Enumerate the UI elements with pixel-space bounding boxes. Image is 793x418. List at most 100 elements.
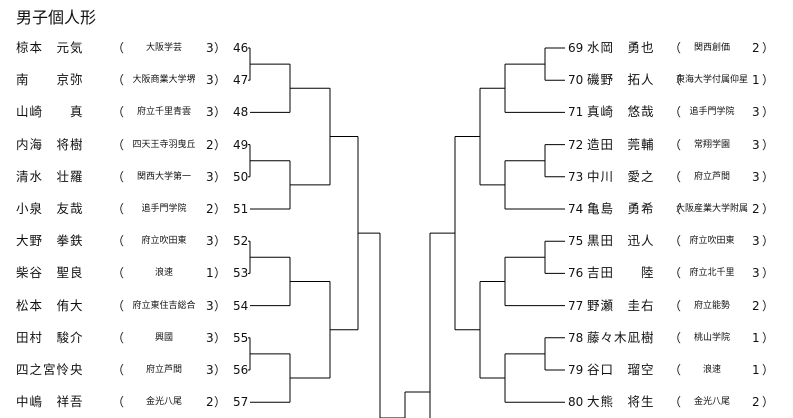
open-paren: （: [669, 105, 682, 120]
school-name: 常翔学園: [693, 139, 730, 150]
grade: 3: [206, 73, 214, 88]
grade: 3: [206, 41, 214, 55]
grade: 1: [206, 266, 214, 281]
player-name: 真崎 悠哉: [587, 104, 655, 120]
school-name: 府立芦間: [693, 171, 730, 182]
close-paren: ）: [762, 105, 775, 120]
close-paren: ）: [762, 298, 775, 313]
school-name: 金光八尾: [145, 397, 182, 408]
player-name: 山崎 真: [16, 104, 84, 120]
close-paren: ）: [214, 169, 227, 184]
open-paren: （: [112, 73, 125, 88]
close-paren: ）: [214, 298, 227, 313]
open-paren: （: [112, 298, 125, 313]
school-name: 府立北千里: [689, 268, 735, 279]
open-paren: （: [112, 202, 125, 216]
close-paren: ）: [214, 363, 227, 377]
close-paren: ）: [762, 137, 775, 152]
close-paren: ）: [762, 169, 775, 184]
grade: 3: [206, 298, 214, 313]
grade: 3: [206, 330, 214, 345]
school-name: 桃山学院: [693, 332, 730, 343]
entry-number: 55: [233, 330, 249, 345]
school-name: 大阪商業大学堺: [132, 75, 196, 86]
close-paren: ）: [214, 105, 227, 120]
open-paren: （: [669, 395, 682, 410]
open-paren: （: [112, 137, 125, 152]
close-paren: ）: [214, 266, 227, 281]
player-name: 谷口 瑠空: [587, 362, 655, 377]
entry-number: 46: [233, 41, 249, 55]
grade: 3: [206, 363, 214, 377]
entry-number: 53: [233, 266, 249, 281]
school-name: 府立吹田東: [141, 236, 187, 247]
close-paren: ）: [762, 41, 775, 55]
player-name: 清水 壮羅: [16, 168, 84, 184]
grade: 2: [206, 137, 214, 152]
entry-number: 50: [233, 169, 249, 184]
entry-number: 71: [568, 105, 584, 120]
close-paren: ）: [214, 330, 227, 345]
close-paren: ）: [214, 234, 227, 249]
player-name: 藤々木凪樹: [587, 329, 655, 345]
open-paren: （: [669, 266, 682, 281]
player-name: 柴谷 聖良: [16, 265, 84, 281]
entry-number: 73: [568, 169, 584, 184]
entry-number: 74: [568, 202, 584, 216]
left-entry: 松本 侑大 （ 府立東住吉総合 3） 54: [16, 296, 256, 316]
open-paren: （: [669, 202, 682, 216]
school-name: 金光八尾: [693, 397, 730, 408]
grade: 3: [752, 266, 760, 281]
grade: 3: [752, 137, 760, 152]
school-name: 追手門学院: [141, 204, 187, 214]
school-name: 四天王寺羽曳丘: [132, 139, 196, 150]
player-name: 大熊 将生: [587, 394, 655, 410]
open-paren: （: [112, 330, 125, 345]
school-name: 府立東住吉総合: [132, 300, 196, 311]
entry-number: 47: [233, 73, 249, 88]
school-name: 興國: [154, 332, 173, 343]
player-name: 磯野 拓人: [587, 72, 655, 88]
open-paren: （: [669, 73, 682, 88]
close-paren: ）: [762, 363, 775, 377]
grade: 1: [752, 73, 760, 88]
grade: 2: [206, 395, 214, 410]
open-paren: （: [669, 363, 682, 377]
school-name: 浪速: [702, 365, 721, 375]
close-paren: ）: [762, 73, 775, 88]
open-paren: （: [669, 298, 682, 313]
close-paren: ）: [762, 330, 775, 345]
player-name: 野瀬 圭右: [587, 297, 655, 313]
grade: 2: [752, 395, 760, 410]
school-name: 府立能勢: [693, 300, 730, 311]
school-name: 追手門学院: [689, 107, 735, 118]
entry-number: 69: [568, 41, 584, 55]
player-name: 内海 将樹: [16, 136, 84, 152]
close-paren: ）: [214, 395, 227, 410]
entry-number: 70: [568, 73, 584, 88]
entry-number: 51: [233, 202, 249, 216]
close-paren: ）: [762, 266, 775, 281]
entry-number: 72: [568, 137, 584, 152]
entry-number: 57: [233, 395, 249, 410]
grade: 3: [752, 234, 760, 249]
player-name: 松本 侑大: [16, 297, 84, 313]
close-paren: ）: [762, 202, 775, 216]
open-paren: （: [112, 105, 125, 120]
entry-number: 54: [233, 298, 249, 313]
school-name: 関西創価: [693, 43, 730, 53]
entry-number: 48: [233, 105, 249, 120]
